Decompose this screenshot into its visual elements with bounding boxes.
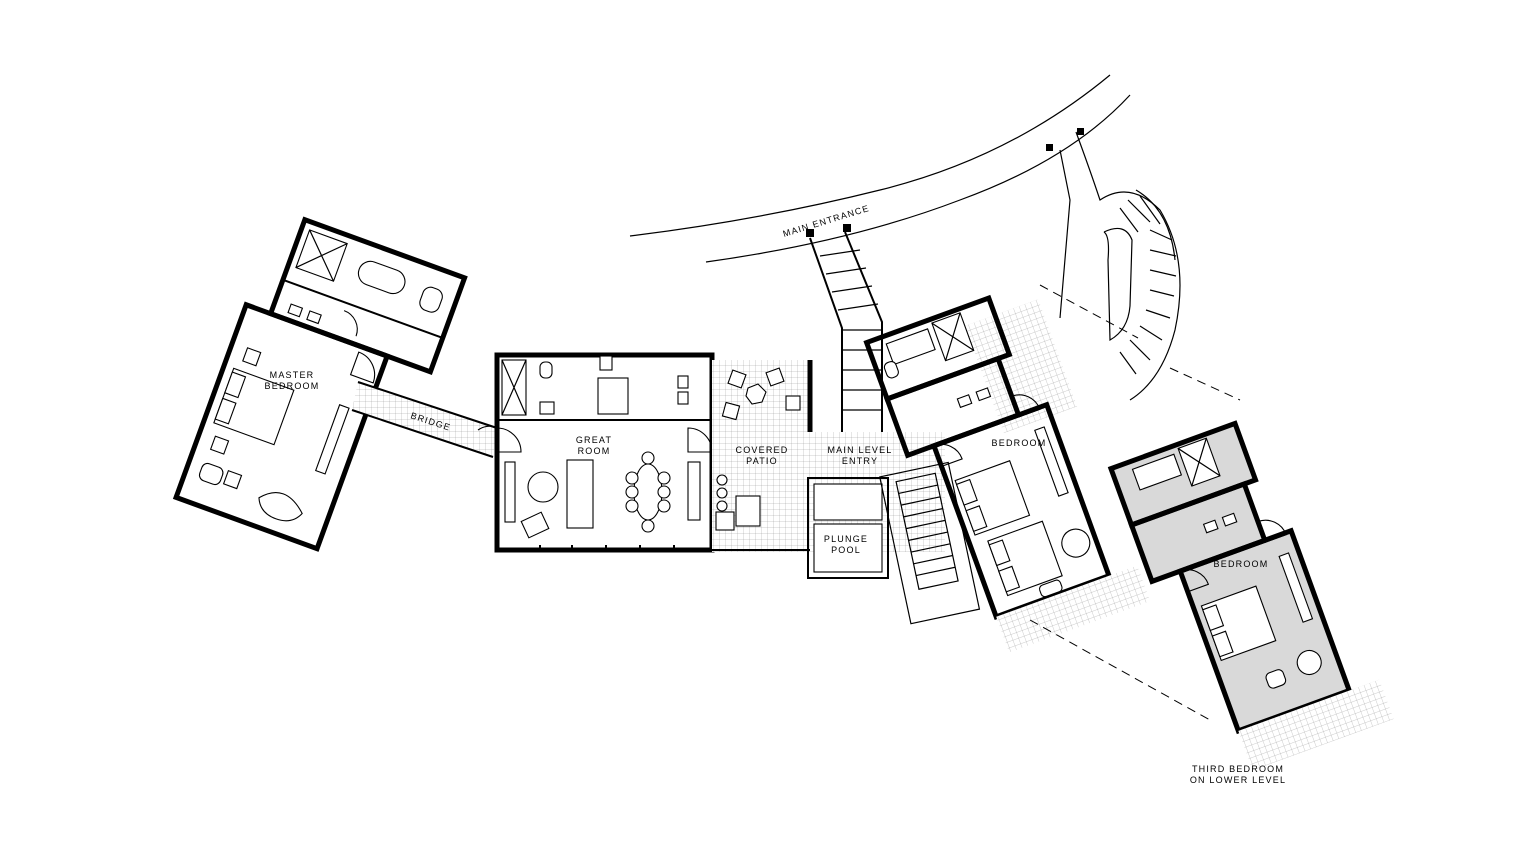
label-third-bedroom-1: THIRD BEDROOM xyxy=(1192,764,1284,774)
label-main-level-entry-1: MAIN LEVEL xyxy=(827,445,892,455)
label-bedroom-upper: BEDROOM xyxy=(992,438,1047,448)
lower-level-guides xyxy=(1029,284,1241,721)
label-covered-patio-2: PATIO xyxy=(746,456,778,466)
plunge-pool xyxy=(807,477,889,579)
entry-stair xyxy=(806,224,883,432)
label-master-bedroom-1: MASTER xyxy=(270,370,315,380)
road-curves xyxy=(629,74,1131,263)
label-master-bedroom-2: BEDROOM xyxy=(265,381,320,391)
label-plunge-pool-1: PLUNGE xyxy=(824,534,868,544)
great-room-block xyxy=(477,352,715,553)
label-main-entrance: MAIN ENTRANCE xyxy=(782,203,871,239)
label-third-bedroom-2: ON LOWER LEVEL xyxy=(1190,775,1286,785)
spiral-stair xyxy=(1046,128,1181,401)
label-main-level-entry-2: ENTRY xyxy=(842,456,878,466)
covered-patio xyxy=(712,360,945,552)
bridge xyxy=(351,381,498,458)
label-bedroom-lower: BEDROOM xyxy=(1214,559,1269,569)
label-plunge-pool-2: POOL xyxy=(831,545,861,555)
third-bedroom-lower xyxy=(1107,420,1394,771)
upper-bedroom-wing xyxy=(863,294,1151,653)
label-great-room-1: GREAT xyxy=(576,435,612,445)
central-stair xyxy=(879,461,981,625)
label-covered-patio-1: COVERED xyxy=(736,445,789,455)
master-bedroom-wing xyxy=(172,216,468,552)
label-great-room-2: ROOM xyxy=(578,446,611,456)
